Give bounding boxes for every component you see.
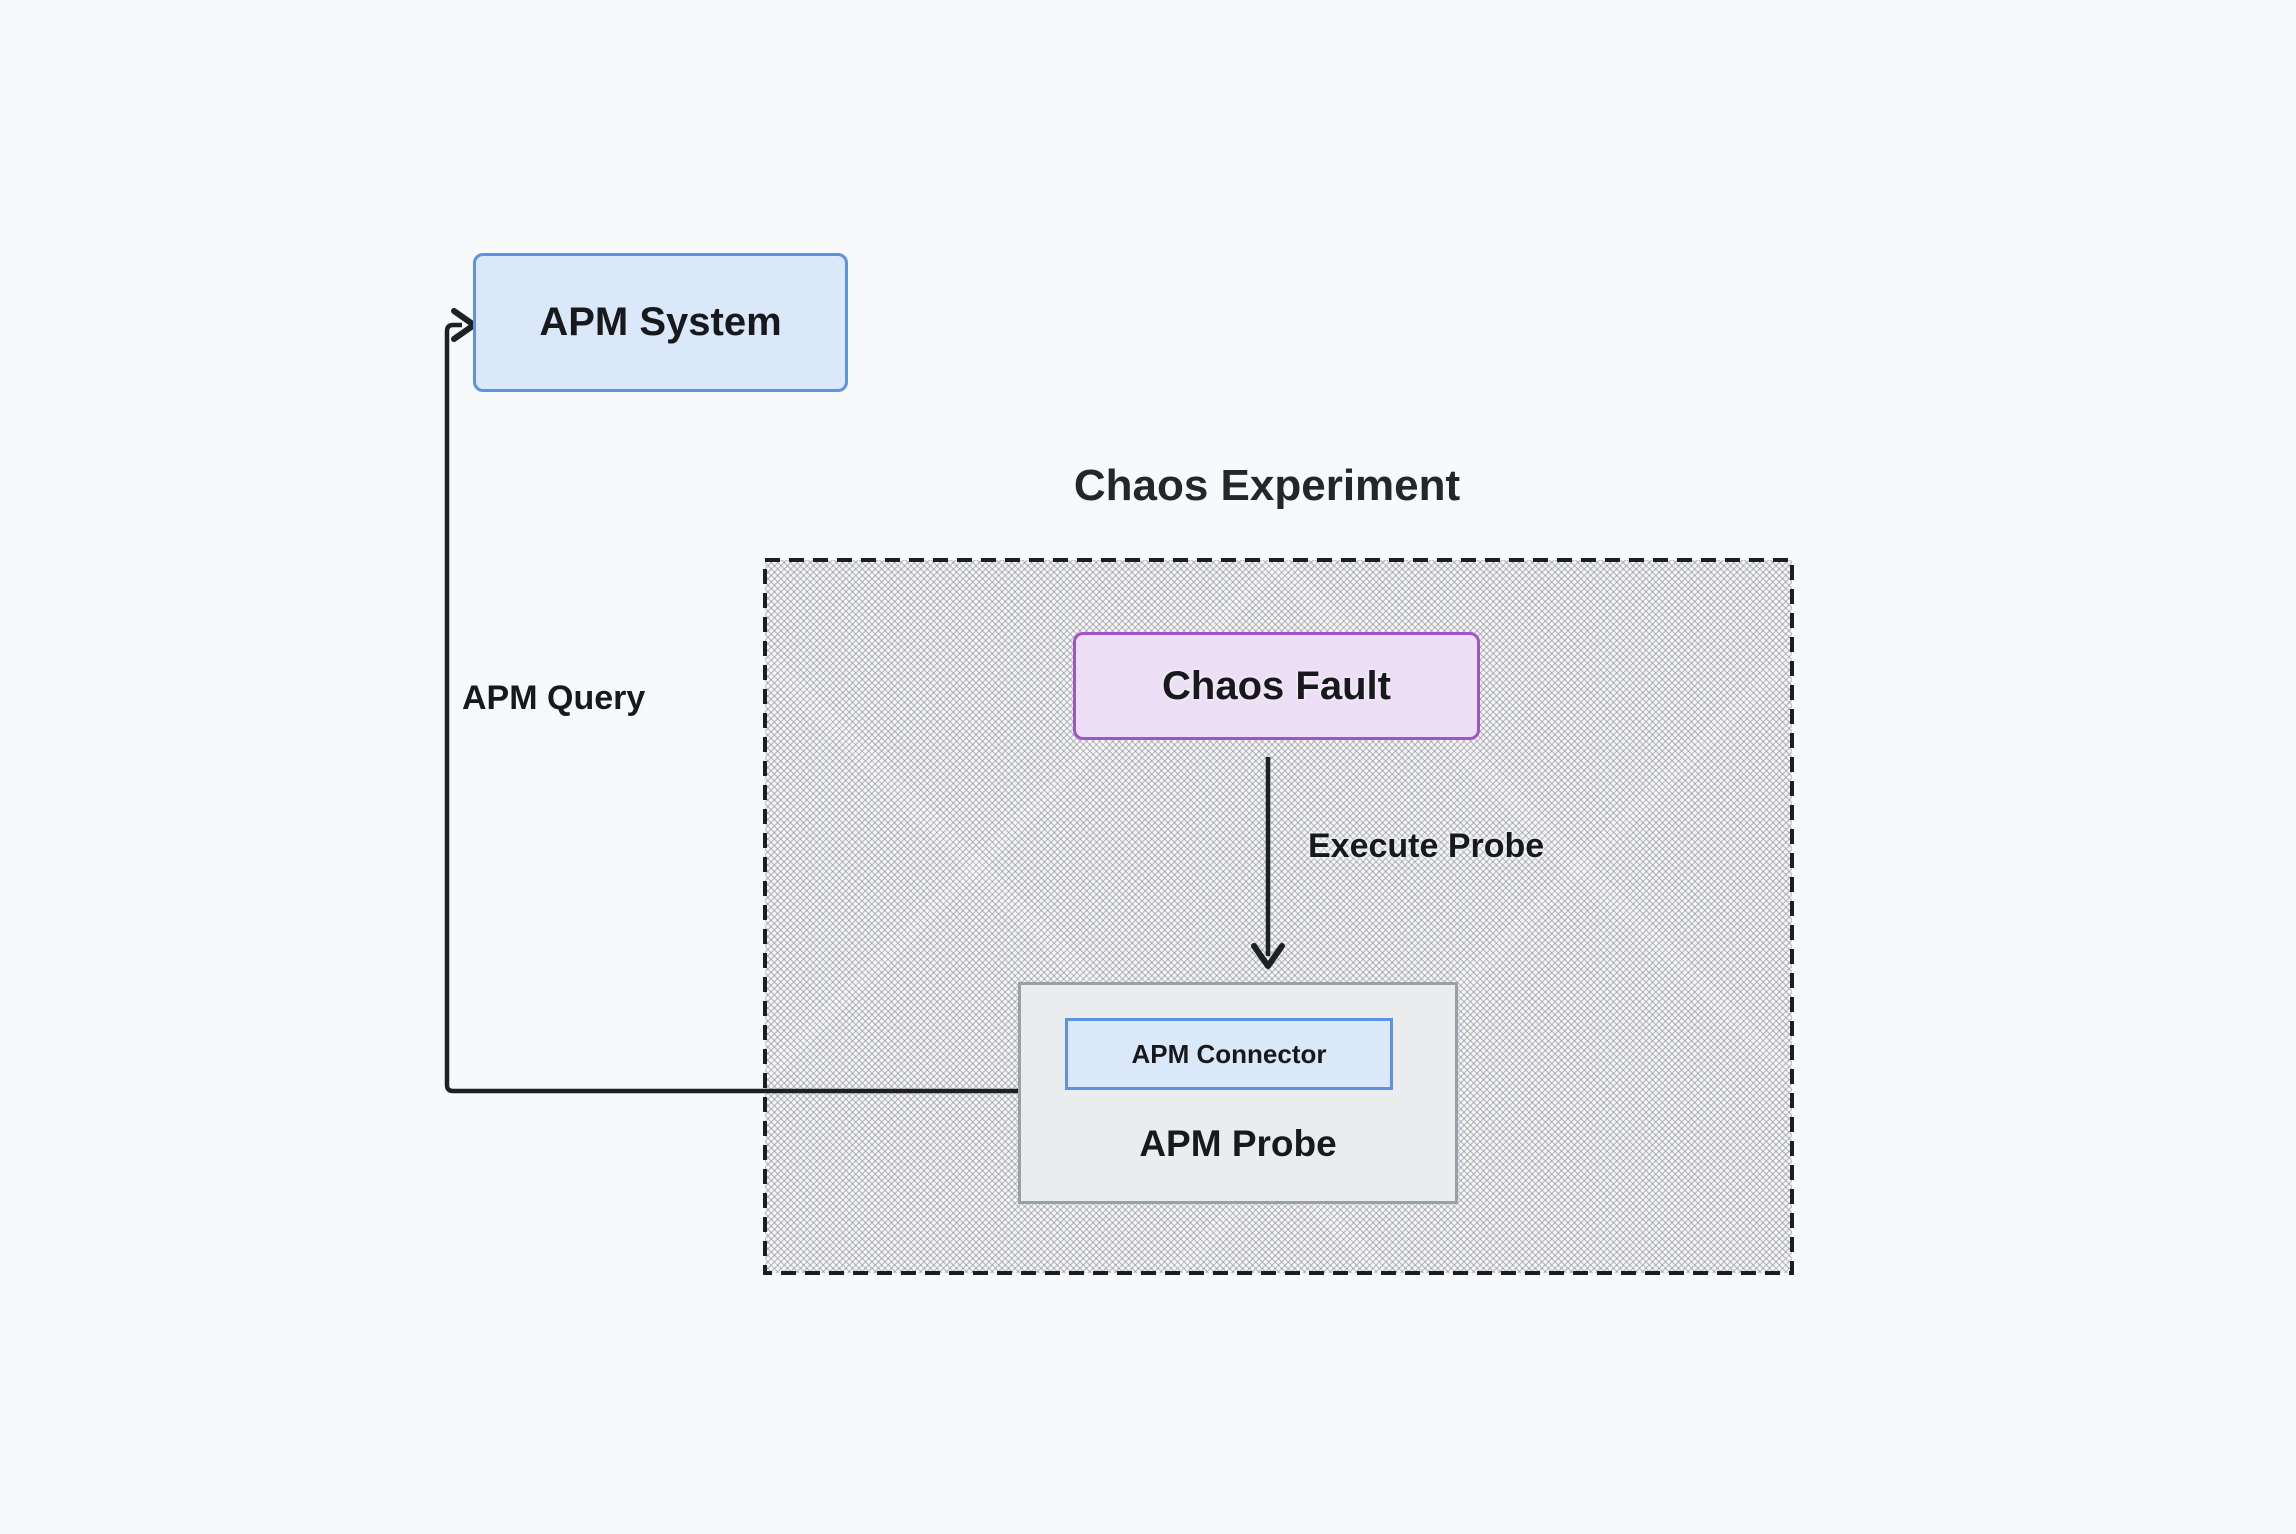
apm-probe-label: APM Probe — [1139, 1123, 1337, 1164]
apm-connector-label: APM Connector — [1131, 1038, 1327, 1069]
apm-query-edge-label: APM Query — [462, 679, 646, 717]
apm-query-arrowhead-icon — [451, 308, 477, 342]
chaos-fault-node: Chaos Fault — [1073, 632, 1480, 740]
chaos-fault-label: Chaos Fault — [1162, 663, 1391, 708]
execute-probe-edge-label: Execute Probe — [1308, 827, 1545, 865]
apm-probe-node: APM Connector APM Probe — [1018, 982, 1458, 1204]
apm-system-label: APM System — [539, 300, 782, 344]
apm-system-node: APM System — [473, 253, 848, 392]
apm-connector-node: APM Connector — [1065, 1018, 1393, 1090]
chaos-experiment-title: Chaos Experiment — [1073, 461, 1461, 510]
